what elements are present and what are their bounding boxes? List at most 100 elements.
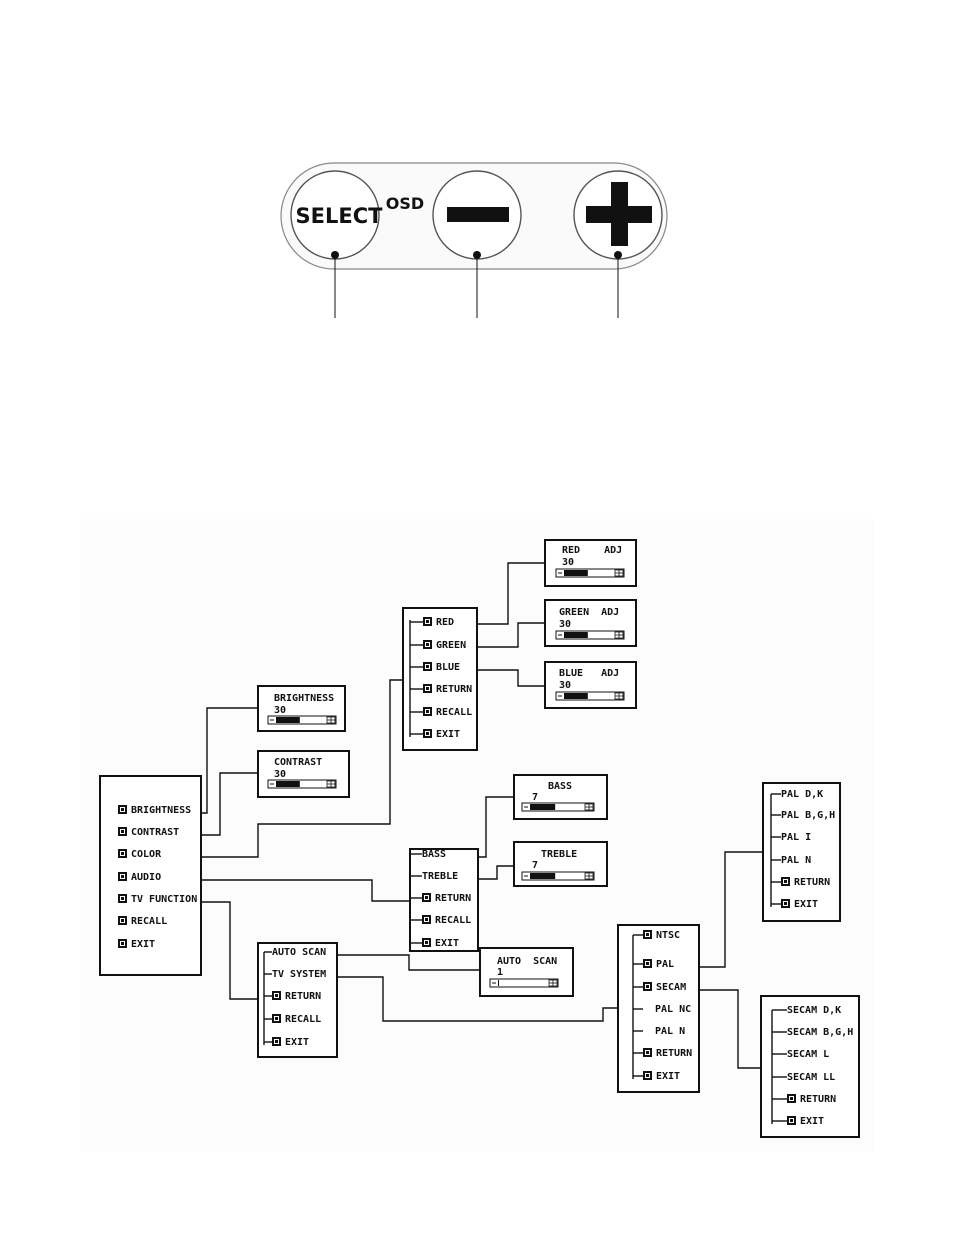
bass-adjust-box: [513, 774, 608, 820]
menu-item-label: TV SYSTEM: [272, 969, 326, 980]
main-menu-item[interactable]: BRIGHTNESS: [118, 805, 191, 816]
green-adjust-value: 30: [559, 619, 571, 630]
menu-item-icon: [423, 684, 432, 693]
menu-item-icon: [781, 877, 790, 886]
slider-fill: [564, 693, 588, 699]
menu-item-label: RETURN: [656, 1048, 692, 1059]
treble-slider: [521, 871, 595, 881]
tv-function-menu-item[interactable]: RETURN: [264, 991, 321, 1002]
main-menu-item[interactable]: RECALL: [118, 916, 167, 927]
main-menu-item[interactable]: COLOR: [118, 849, 162, 860]
menu-item-label: EXIT: [435, 938, 459, 949]
blue-adjust-title: BLUE ADJ: [559, 668, 619, 679]
menu-item-icon: [118, 894, 127, 903]
menu-item-label: SECAM LL: [787, 1072, 835, 1083]
secam-menu-item[interactable]: EXIT: [772, 1116, 824, 1127]
menu-item-label: PAL N: [781, 855, 811, 866]
menu-item-label: SECAM D,K: [787, 1005, 841, 1016]
red-adjust-value: 30: [562, 557, 574, 568]
tv-function-menu-item[interactable]: EXIT: [264, 1037, 309, 1048]
color-menu-item[interactable]: RETURN: [410, 684, 472, 695]
menu-item-label: COLOR: [131, 849, 162, 860]
color-menu-item[interactable]: RED: [410, 617, 454, 628]
main-menu-item[interactable]: TV FUNCTION: [118, 894, 197, 905]
slider-fill: [498, 980, 499, 986]
secam-menu-item[interactable]: SECAM LL: [772, 1072, 835, 1083]
slider-fill: [530, 873, 556, 879]
menu-item-label: EXIT: [656, 1071, 680, 1082]
bass-slider: [521, 802, 595, 812]
menu-item-label: RETURN: [435, 893, 471, 904]
menu-item-label: PAL NC: [655, 1004, 691, 1015]
secam-menu-item[interactable]: SECAM B,G,H: [772, 1027, 853, 1038]
bass-adjust-value: 7: [532, 792, 538, 803]
menu-item-label: BASS: [422, 849, 446, 860]
contrast-slider: [267, 779, 337, 789]
secam-menu-item[interactable]: SECAM D,K: [772, 1005, 841, 1016]
tv-function-menu-box: [257, 942, 338, 1058]
tv-system-menu-item[interactable]: RETURN: [633, 1048, 692, 1059]
audio-menu-item[interactable]: RETURN: [410, 893, 471, 904]
menu-item-icon: [272, 991, 281, 1000]
menu-item-icon: [787, 1116, 796, 1125]
secam-menu-item[interactable]: SECAM L: [772, 1049, 829, 1060]
tv-system-menu-item[interactable]: NTSC: [633, 930, 680, 941]
tv-system-menu-item[interactable]: EXIT: [633, 1071, 680, 1082]
slider-fill: [276, 781, 300, 787]
audio-menu-item[interactable]: RECALL: [410, 915, 471, 926]
tv-system-menu-item[interactable]: PAL NC: [633, 1004, 691, 1015]
brightness-adjust-title: BRIGHTNESS: [274, 693, 334, 704]
tv-system-menu-item[interactable]: SECAM: [633, 982, 686, 993]
menu-item-icon: [423, 707, 432, 716]
menu-item-label: RETURN: [794, 877, 830, 888]
menu-item-icon: [118, 939, 127, 948]
pal-menu-item[interactable]: PAL N: [771, 855, 811, 866]
plus-icon: [586, 182, 652, 246]
tv-function-menu-item[interactable]: TV SYSTEM: [264, 969, 326, 980]
pal-menu-item[interactable]: PAL I: [771, 832, 811, 843]
main-menu-item[interactable]: AUDIO: [118, 872, 161, 883]
audio-menu-item[interactable]: BASS: [410, 849, 446, 860]
tv-function-menu-item[interactable]: RECALL: [264, 1014, 321, 1025]
audio-menu-item[interactable]: TREBLE: [410, 871, 458, 882]
contrast-adjust-title: CONTRAST: [274, 757, 322, 768]
tv-function-menu-item[interactable]: AUTO SCAN: [264, 947, 326, 958]
pal-menu-item[interactable]: PAL D,K: [771, 789, 823, 800]
tv-system-menu-item[interactable]: PAL: [633, 959, 674, 970]
green-adjust-title: GREEN ADJ: [559, 607, 619, 618]
menu-items: BRIGHTNESS CONTRAST COLOR AUDIO TV FUNCTION R…: [118, 617, 853, 1127]
menu-item-label: CONTRAST: [131, 827, 179, 838]
tv-system-menu-box: [617, 924, 700, 1093]
color-menu-box: [402, 607, 478, 751]
color-menu-item[interactable]: GREEN: [410, 640, 466, 651]
pal-menu-item[interactable]: EXIT: [771, 899, 818, 910]
tv-system-menu-item[interactable]: PAL N: [633, 1026, 685, 1037]
menu-item-icon: [422, 915, 431, 924]
secam-menu-item[interactable]: RETURN: [772, 1094, 836, 1105]
menu-item-icon: [422, 938, 431, 947]
color-menu-item[interactable]: EXIT: [410, 729, 460, 740]
menu-item-icon: [643, 1048, 652, 1057]
secam-menu-box: [760, 995, 860, 1138]
menu-item-label: GREEN: [436, 640, 466, 651]
menu-item-label: SECAM L: [787, 1049, 829, 1060]
menu-item-icon: [643, 930, 652, 939]
pal-menu-item[interactable]: RETURN: [771, 877, 830, 888]
pal-menu-item[interactable]: PAL B,G,H: [771, 810, 835, 821]
main-menu-item[interactable]: EXIT: [118, 939, 155, 950]
menu-item-label: PAL B,G,H: [781, 810, 835, 821]
audio-menu-item[interactable]: EXIT: [410, 938, 459, 949]
osd-label: OSD: [386, 194, 424, 213]
slider-fill: [564, 632, 588, 638]
red-adjust-title: RED ADJ: [562, 545, 622, 556]
menu-item-icon: [643, 982, 652, 991]
color-menu-item[interactable]: BLUE: [410, 662, 460, 673]
main-menu-item[interactable]: CONTRAST: [118, 827, 179, 838]
menu-item-label: SECAM B,G,H: [787, 1027, 853, 1038]
color-menu-item[interactable]: RECALL: [410, 707, 472, 718]
control-panel: SELECT OSD: [280, 162, 668, 318]
menu-item-label: PAL: [656, 959, 674, 970]
menu-item-icon: [787, 1094, 796, 1103]
connector-wires: [190, 562, 767, 1069]
menu-item-label: EXIT: [436, 729, 460, 740]
